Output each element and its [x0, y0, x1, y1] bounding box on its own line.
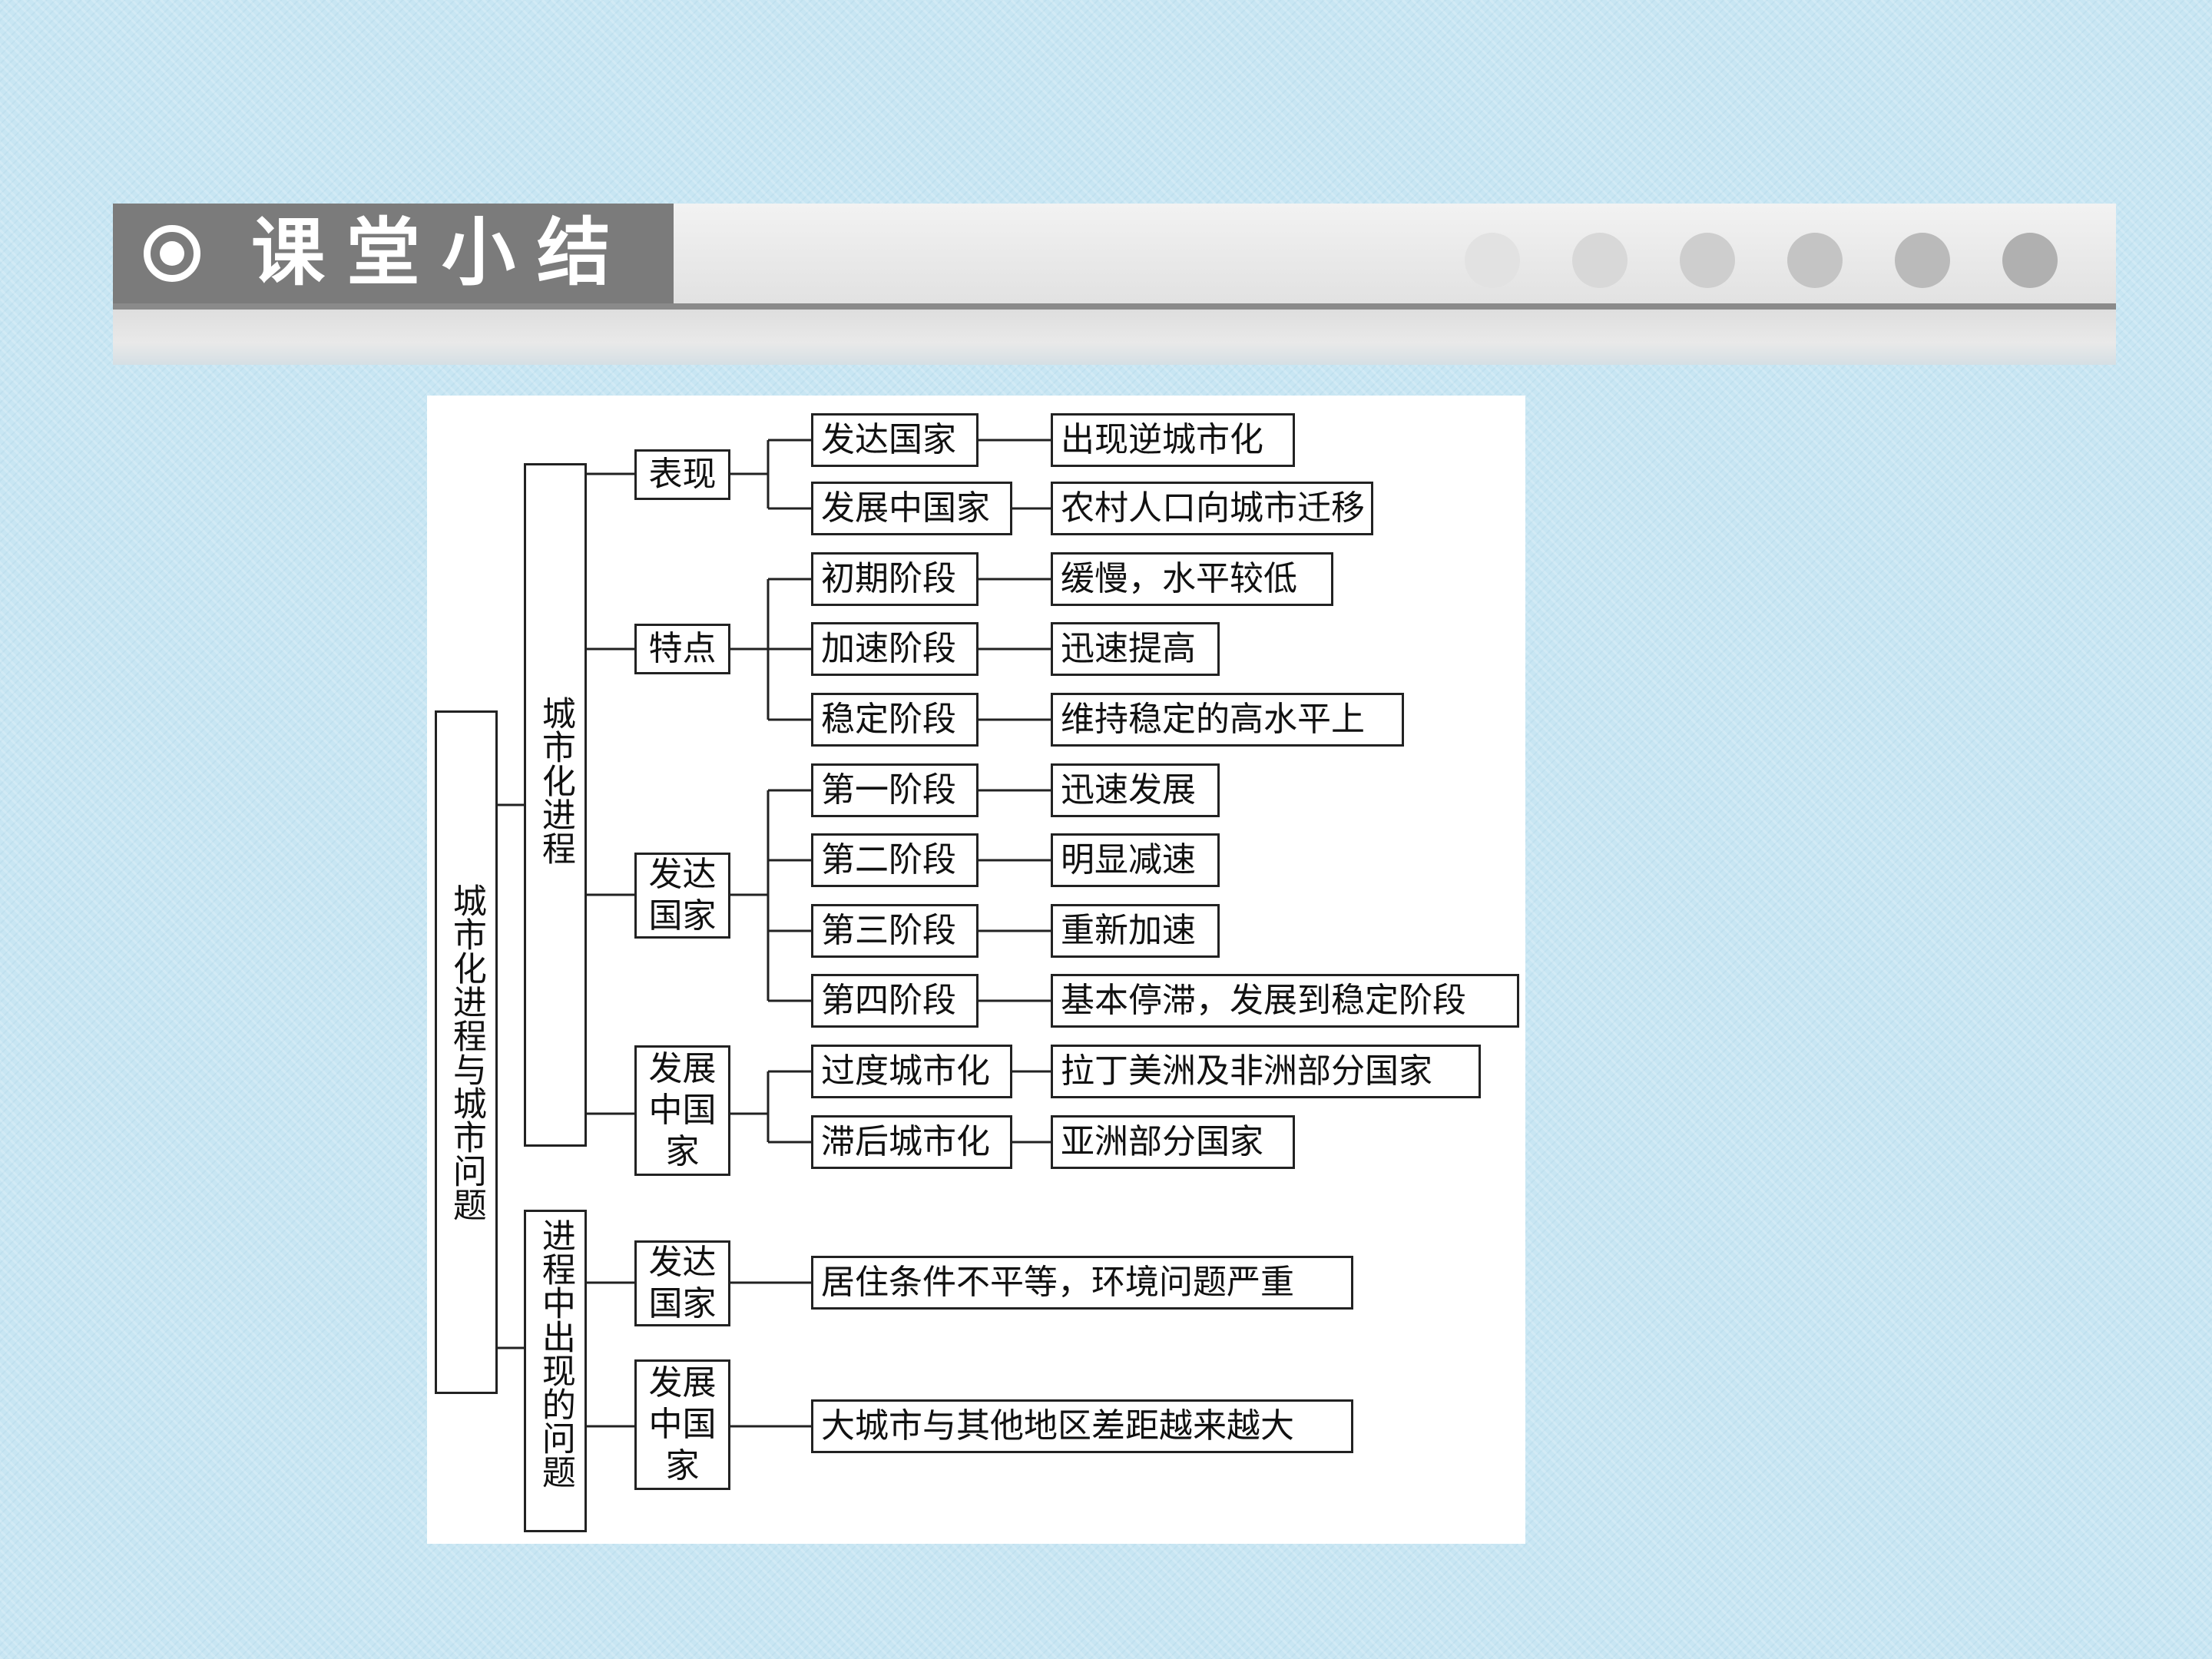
detail-label: 亚洲部分国家 — [1061, 1122, 1263, 1162]
detail-label: 农村人口向城市迁移 — [1061, 488, 1365, 528]
node-detail: 亚洲部分国家 — [1051, 1115, 1295, 1169]
node-label: 第一阶段 — [821, 770, 956, 810]
node-urbanization-process: 城市化进程 — [524, 463, 587, 1147]
detail-label: 居住条件不平等，环境问题严重 — [821, 1263, 1294, 1303]
node-characteristics: 特点 — [634, 624, 730, 674]
root-node: 城市化进程与城市问题 — [435, 710, 498, 1394]
node-label: 第四阶段 — [821, 981, 956, 1021]
node-label: 城市化进程 — [535, 696, 575, 865]
node-label: 发达国家 — [648, 855, 717, 935]
node-label: 进程中出现的问题 — [535, 1218, 575, 1488]
node-level3: 发展中国家 — [811, 482, 1012, 535]
node-level3: 第四阶段 — [811, 974, 979, 1028]
node-label: 发达国家 — [648, 1243, 717, 1323]
detail-label: 迅速提高 — [1061, 629, 1196, 669]
decor-dot-3-icon — [1680, 233, 1735, 288]
node-level3: 第一阶段 — [811, 763, 979, 817]
node-detail: 居住条件不平等，环境问题严重 — [811, 1256, 1353, 1310]
node-detail: 大城市与其他地区差距越来越大 — [811, 1399, 1353, 1453]
node-label: 特点 — [648, 629, 717, 669]
node-level3: 滞后城市化 — [811, 1115, 1012, 1169]
node-label: 发展中国家 — [648, 1049, 717, 1171]
node-label: 第三阶段 — [821, 911, 956, 951]
node-detail: 拉丁美洲及非洲部分国家 — [1051, 1045, 1481, 1098]
detail-label: 出现逆城市化 — [1061, 420, 1263, 460]
connector-lines — [498, 439, 1051, 1428]
node-detail: 维持稳定的高水平上 — [1051, 693, 1404, 747]
decor-dot-4-icon — [1787, 233, 1843, 288]
detail-label: 迅速发展 — [1061, 770, 1196, 810]
detail-label: 维持稳定的高水平上 — [1061, 700, 1365, 740]
node-detail: 重新加速 — [1051, 904, 1220, 958]
node-developing-types: 发展中国家 — [634, 1045, 730, 1176]
node-level3: 发达国家 — [811, 413, 979, 467]
node-label: 初期阶段 — [821, 559, 956, 599]
detail-label: 拉丁美洲及非洲部分国家 — [1061, 1051, 1432, 1091]
node-problem-developing: 发展中国家 — [634, 1359, 730, 1490]
detail-label: 基本停滞，发展到稳定阶段 — [1061, 981, 1466, 1021]
detail-label: 明显减速 — [1061, 840, 1196, 880]
node-detail: 出现逆城市化 — [1051, 413, 1295, 467]
node-label: 第二阶段 — [821, 840, 956, 880]
node-label: 发达国家 — [821, 420, 956, 460]
node-level3: 初期阶段 — [811, 552, 979, 606]
node-label: 滞后城市化 — [821, 1122, 990, 1162]
node-level3: 稳定阶段 — [811, 693, 979, 747]
node-problem-developed: 发达国家 — [634, 1240, 730, 1326]
node-label: 稳定阶段 — [821, 700, 956, 740]
root-label: 城市化进程与城市问题 — [446, 883, 486, 1221]
node-level3: 第三阶段 — [811, 904, 979, 958]
detail-label: 大城市与其他地区差距越来越大 — [821, 1406, 1294, 1446]
node-label: 发展中国家 — [648, 1363, 717, 1485]
section-title: 课堂小结 — [251, 210, 632, 296]
node-label: 发展中国家 — [821, 488, 990, 528]
node-detail: 农村人口向城市迁移 — [1051, 482, 1373, 535]
node-detail: 缓慢，水平较低 — [1051, 552, 1333, 606]
node-detail: 基本停滞，发展到稳定阶段 — [1051, 974, 1519, 1028]
bullseye-circle-icon — [144, 225, 200, 282]
node-label: 加速阶段 — [821, 629, 956, 669]
detail-label: 缓慢，水平较低 — [1061, 559, 1297, 599]
concept-map: 城市化进程与城市问题 城市化进程 进程中出现的问题 表现 特点 发达国家 发展中… — [427, 396, 1525, 1544]
section-header-banner: 课堂小结 — [113, 204, 2116, 365]
header-underline — [113, 303, 2116, 310]
decor-dot-1-icon — [1465, 233, 1520, 288]
node-detail: 迅速发展 — [1051, 763, 1220, 817]
detail-label: 重新加速 — [1061, 911, 1196, 951]
node-developed-stages: 发达国家 — [634, 853, 730, 939]
node-manifestation: 表现 — [634, 449, 730, 500]
node-detail: 明显减速 — [1051, 833, 1220, 887]
node-level3: 第二阶段 — [811, 833, 979, 887]
title-tab: 课堂小结 — [113, 204, 674, 303]
node-detail: 迅速提高 — [1051, 622, 1220, 676]
decor-dot-6-icon — [2002, 233, 2058, 288]
header-strip — [113, 310, 2116, 365]
decor-dot-2-icon — [1572, 233, 1628, 288]
node-label: 过度城市化 — [821, 1051, 990, 1091]
decor-dot-5-icon — [1895, 233, 1950, 288]
node-level3: 加速阶段 — [811, 622, 979, 676]
node-level3: 过度城市化 — [811, 1045, 1012, 1098]
node-label: 表现 — [648, 455, 717, 495]
node-problems: 进程中出现的问题 — [524, 1210, 587, 1532]
